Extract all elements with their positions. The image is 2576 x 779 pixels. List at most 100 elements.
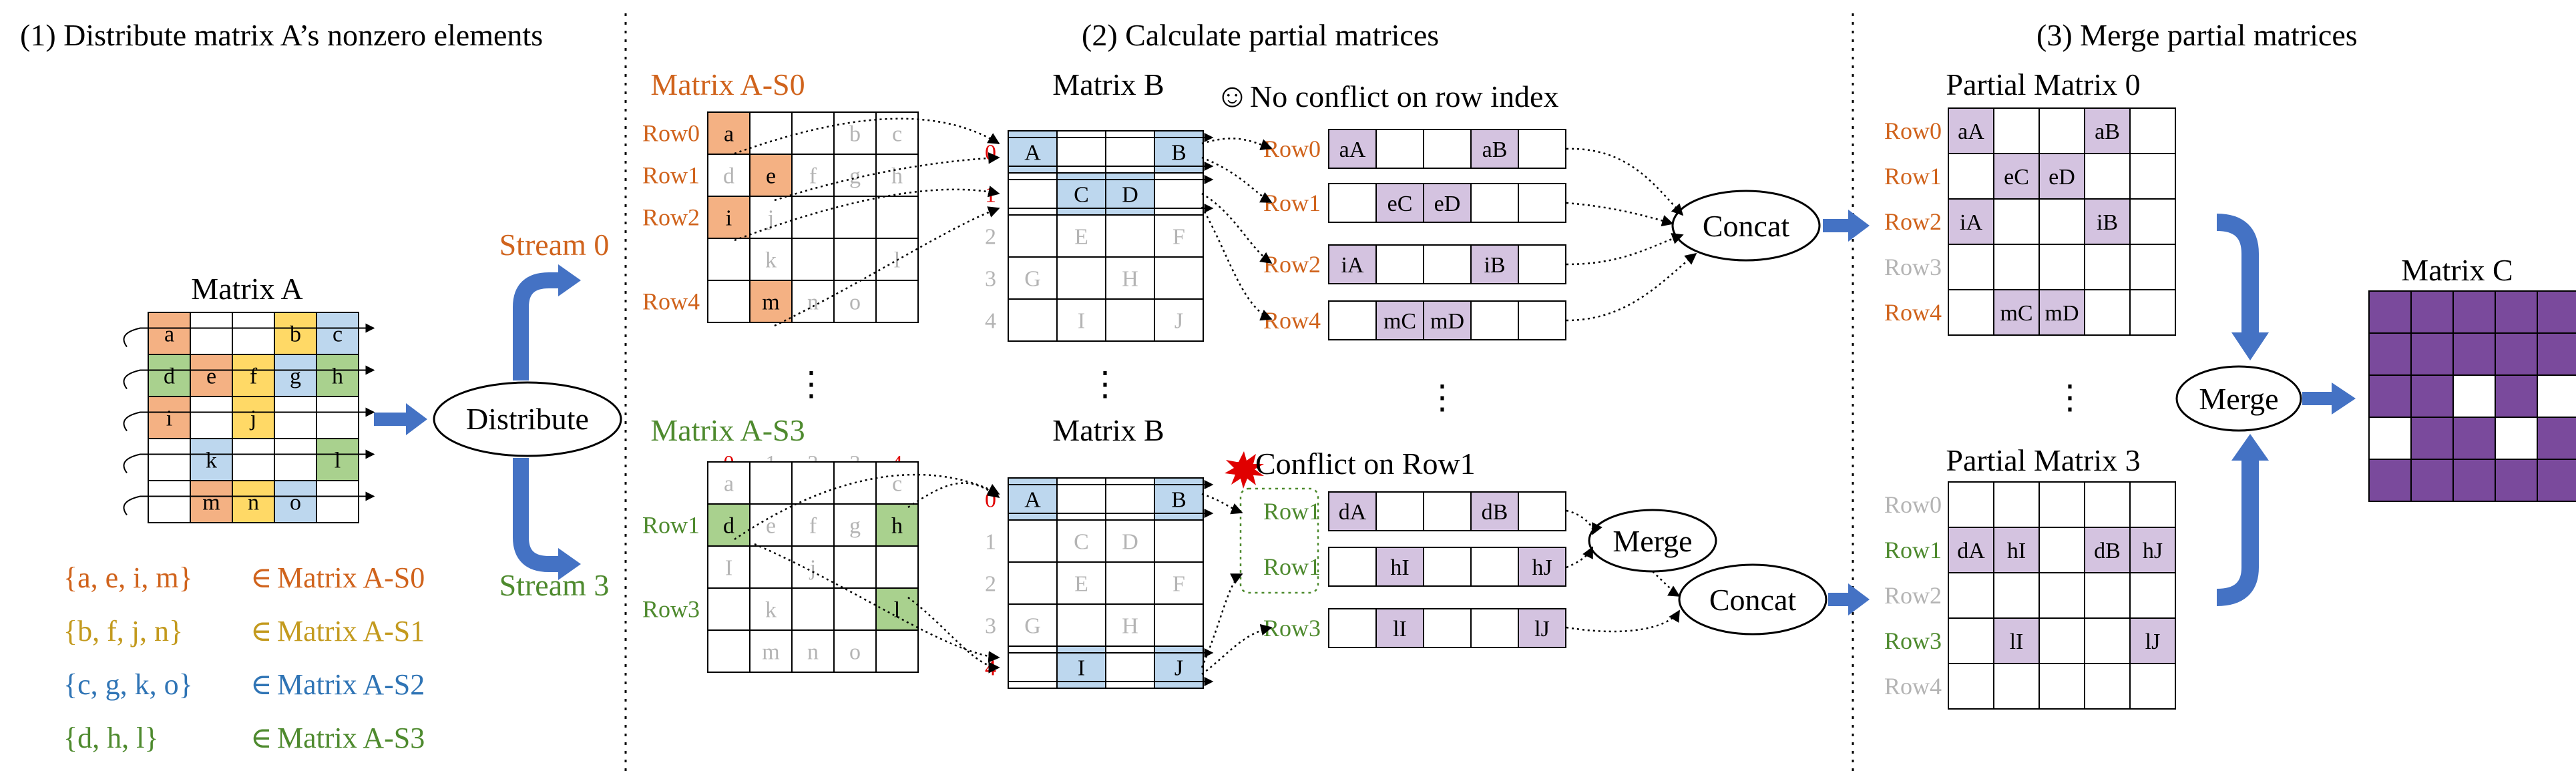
partial-matrix-cell bbox=[2129, 663, 2176, 710]
ellipsis-pm: ⋮ bbox=[2053, 378, 2087, 416]
flow-arrow bbox=[1566, 546, 1594, 569]
flow-arrow bbox=[734, 117, 1000, 155]
matrix-c-cell bbox=[2410, 374, 2454, 418]
partial-row-cell bbox=[1518, 608, 1566, 648]
stream0-arrow bbox=[513, 272, 561, 380]
matrix-b-cell-label: A bbox=[1024, 488, 1041, 513]
flow-arrow bbox=[1566, 202, 1674, 227]
matrix-b-row-index: 3 bbox=[985, 267, 996, 292]
legend-target: Matrix A-S3 bbox=[277, 722, 425, 754]
matrix-as3-title: Matrix A-S3 bbox=[650, 413, 805, 447]
matrix-a-cell bbox=[190, 396, 233, 439]
partial-matrix-cell bbox=[1948, 617, 1994, 664]
partial-matrix-cell-label: aB bbox=[2095, 119, 2120, 144]
partial-row-cell bbox=[1470, 300, 1519, 340]
no-conflict-label: No conflict on row index bbox=[1250, 79, 1558, 113]
partial-matrix-cell-label: aA bbox=[1958, 119, 1984, 144]
matrix-b-cell bbox=[1056, 603, 1106, 647]
partial-matrix-cell bbox=[1993, 481, 2040, 528]
matrix-b-cell bbox=[1056, 256, 1106, 300]
stream-cell-label: a bbox=[724, 122, 734, 147]
stream-cell bbox=[833, 545, 877, 589]
matrix-a-cell-label: j bbox=[250, 407, 256, 431]
matrix-a-cell bbox=[316, 396, 359, 439]
matrix-c-cell bbox=[2495, 332, 2538, 376]
matrix-b-cell bbox=[1008, 214, 1058, 258]
partial-row-cell bbox=[1375, 244, 1424, 284]
flow-arrow bbox=[1201, 623, 1273, 675]
matrix-c-title: Matrix C bbox=[2401, 253, 2513, 287]
partial-row-cell-label: aA bbox=[1339, 138, 1366, 162]
matrix-a-cell-label: g bbox=[290, 364, 301, 389]
partial-matrix-row-label: Row3 bbox=[1884, 627, 1942, 654]
matrix-c-cell bbox=[2537, 332, 2576, 376]
legend-membership-symbol: ∈ bbox=[250, 561, 272, 594]
matrix-c-cell bbox=[2410, 290, 2454, 334]
partial-matrix-cell bbox=[2084, 617, 2131, 664]
matrix-b-cell-label: D bbox=[1122, 530, 1138, 555]
matrix-b-cell bbox=[1008, 298, 1058, 342]
stream-cell bbox=[875, 196, 919, 239]
partial-matrix-cell bbox=[2084, 663, 2131, 710]
partial-matrix-cell bbox=[1948, 572, 1994, 619]
matrix-a-title: Matrix A bbox=[191, 272, 302, 306]
partial-matrix-cell bbox=[2084, 289, 2131, 336]
flow-arrow bbox=[1566, 509, 1602, 535]
matrix-a-cell-label: b bbox=[290, 322, 301, 347]
stream-cell bbox=[707, 629, 750, 673]
matrix-b-cell bbox=[1154, 603, 1204, 647]
matrix-b-row-index: 0 bbox=[985, 488, 996, 513]
stream-cell bbox=[833, 503, 877, 547]
matrix-a-cell bbox=[316, 480, 359, 523]
stream-cell bbox=[791, 111, 835, 155]
stream-cell bbox=[749, 238, 793, 281]
flow-arrow bbox=[1201, 573, 1243, 668]
matrix-b-row-index: 0 bbox=[985, 141, 996, 166]
partial-row-cell-label: dA bbox=[1339, 500, 1367, 525]
legend-set: {a, e, i, m} bbox=[63, 561, 193, 594]
partial-row-cell-label: lI bbox=[1393, 617, 1407, 641]
stream-cell-label: l bbox=[894, 248, 900, 273]
partial-matrix-cell bbox=[2038, 244, 2085, 290]
flow-arrow bbox=[907, 597, 1000, 674]
matrix-b-cell bbox=[1154, 561, 1204, 605]
partial-matrix-cell bbox=[2129, 527, 2176, 573]
partial-row-cell bbox=[1375, 491, 1424, 531]
stream-cell-label: f bbox=[809, 164, 817, 189]
matrix-c-cell bbox=[2368, 332, 2412, 376]
distribute-node bbox=[433, 381, 622, 457]
matrix-a-cell-label: e bbox=[206, 364, 216, 389]
merge-bottom-label: Merge bbox=[1613, 524, 1692, 558]
partial-row-cell bbox=[1375, 129, 1424, 169]
partial-matrix-cell bbox=[1948, 481, 1994, 528]
matrix-c-cell bbox=[2537, 459, 2576, 502]
stream0-label: Stream 0 bbox=[499, 228, 610, 262]
legend-set: {d, h, l} bbox=[63, 722, 158, 754]
matrix-c-cell bbox=[2495, 290, 2538, 334]
partial-row-cell-label: mD bbox=[1430, 309, 1464, 334]
matrix-b-row-index: 1 bbox=[985, 183, 996, 208]
matrix-a-cell bbox=[148, 438, 191, 481]
stream-cell-label: c bbox=[892, 472, 902, 497]
to-distribute-arrow bbox=[374, 403, 427, 435]
stream-cell bbox=[707, 238, 750, 281]
matrix-c-cell bbox=[2452, 290, 2496, 334]
stream-cell-label: h bbox=[891, 514, 903, 539]
partial-matrix-cell-label: eD bbox=[2049, 165, 2075, 190]
stream-cell-label: l bbox=[894, 598, 900, 623]
stream-cell-label: o bbox=[849, 290, 861, 315]
flow-arrow bbox=[1201, 206, 1273, 321]
stream-cell bbox=[833, 587, 877, 631]
partial-matrix-cell-label: eC bbox=[2004, 165, 2029, 190]
stream-cell bbox=[833, 280, 877, 323]
matrix-b-cell-label: C bbox=[1074, 530, 1089, 555]
stream-cell bbox=[791, 461, 835, 505]
partial-row-cell-label: iB bbox=[1484, 253, 1505, 278]
stream-cell-label: e bbox=[766, 514, 776, 539]
stream-cell-label: o bbox=[849, 640, 861, 665]
partial-matrix-cell bbox=[2084, 572, 2131, 619]
flow-arrow bbox=[907, 482, 1000, 509]
matrix-b-cell-label: B bbox=[1171, 488, 1187, 513]
